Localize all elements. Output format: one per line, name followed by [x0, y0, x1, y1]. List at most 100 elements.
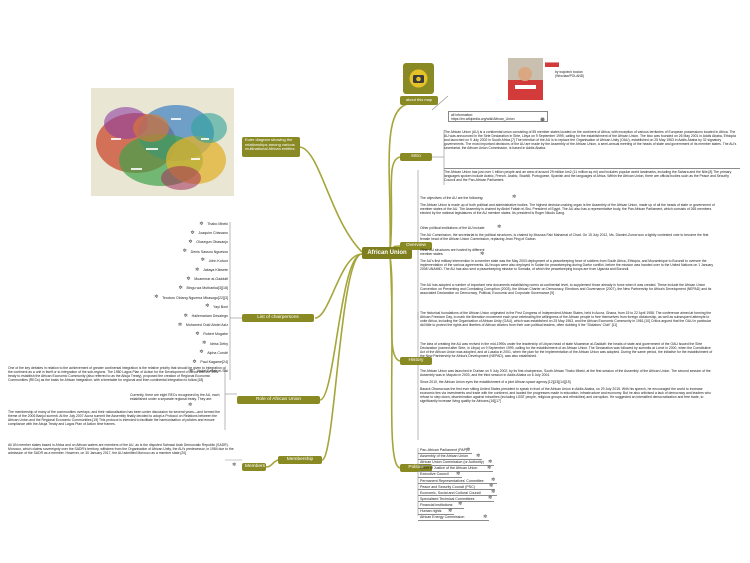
source-link-icon — [540, 117, 545, 122]
expand-star-icon[interactable]: ✲ — [188, 238, 193, 245]
expand-star-icon[interactable]: ✲ — [480, 251, 485, 257]
chairperson-item[interactable]: Olusegun Obasanjo — [196, 240, 228, 245]
link-center-membership — [321, 253, 363, 461]
link-center-intro — [389, 156, 401, 253]
history-text-1: The historical foundations of the Africa… — [420, 311, 712, 328]
overview-item-3[interactable]: Other political institutions of the AU i… — [420, 226, 486, 230]
source-info-box[interactable]: all information: https://en.wikipedia.or… — [448, 111, 548, 122]
overview-item-2: The African Union is made up of both pol… — [420, 203, 715, 216]
expand-star-icon[interactable]: ✲ — [202, 340, 207, 347]
expand-star-icon[interactable]: ✲ — [448, 507, 453, 514]
chairperson-item[interactable]: Paul Kagame[24] — [200, 360, 228, 364]
chairperson-item[interactable]: Muammar al-Gaddafi — [194, 277, 228, 282]
politics-item[interactable]: Permanent Representatives' Committee — [420, 478, 484, 483]
central-topic-african-union[interactable]: African Union — [362, 247, 412, 259]
expand-star-icon[interactable]: ✲ — [497, 224, 502, 230]
politics-item[interactable]: Court of Justice of the African Union — [420, 466, 478, 471]
overview-item-4: The AU Commission, the secretariat to th… — [420, 233, 709, 242]
chairperson-item[interactable]: Yayi Boni — [213, 304, 228, 309]
chairperson-item[interactable]: Denis Sassou Nguesso — [190, 249, 228, 254]
expand-star-icon[interactable]: ✲ — [491, 477, 496, 483]
branch-chairpersons[interactable]: List of chairpersons — [242, 314, 314, 322]
expand-star-icon[interactable]: ✲ — [487, 464, 492, 471]
chairperson-item[interactable]: Mohamed Ould Abdel Aziz — [185, 323, 228, 328]
expand-star-icon[interactable]: ✲ — [199, 349, 204, 356]
chairperson-item[interactable]: Bingu wa Mutharika[3][18] — [186, 286, 228, 291]
expand-star-icon[interactable]: ✲ — [466, 446, 471, 453]
role-text-1: One of the key debates in relation to th… — [8, 366, 226, 383]
chairperson-item[interactable]: John Kufuor — [208, 258, 228, 263]
link-center-chairpersons — [314, 253, 363, 319]
expand-star-icon[interactable]: ✲ — [512, 194, 517, 200]
expand-star-icon[interactable]: ✲ — [195, 266, 200, 273]
expand-star-icon[interactable]: ✲ — [488, 458, 493, 465]
expand-star-icon[interactable]: ✲ — [476, 452, 481, 459]
expand-star-icon[interactable]: ✲ — [483, 513, 488, 520]
politics-item[interactable]: Peace and Security Council (PSC) — [420, 484, 475, 489]
euler-diagram-label[interactable]: Euler diagram showing the relationships … — [242, 137, 300, 157]
branch-politics[interactable]: Politics — [400, 464, 432, 472]
politics-item[interactable]: Economic, Social and Cultural Council — [420, 490, 481, 495]
expand-star-icon[interactable]: ✲ — [182, 248, 187, 255]
politics-item[interactable]: Specialised Technical Committees — [420, 496, 475, 501]
role-text-3: The membership of many of the communitie… — [8, 410, 221, 427]
expand-star-icon[interactable]: ✲ — [192, 358, 197, 365]
branch-overview[interactable]: Overview — [400, 242, 432, 250]
history-text-3: The African Union was launched in Durban… — [420, 369, 711, 378]
about-map-label[interactable]: about this map — [400, 96, 438, 105]
branch-membership[interactable]: Membership — [278, 456, 322, 464]
about-map-icon[interactable] — [403, 63, 434, 94]
expand-star-icon[interactable]: ✲ — [491, 489, 496, 496]
history-text-4: Since 2010, the African Union eyes the e… — [420, 380, 571, 384]
branch-role[interactable]: Role of African Union — [237, 396, 320, 404]
expand-star-icon[interactable]: ✲ — [205, 303, 210, 310]
expand-star-icon[interactable]: ✲ — [199, 220, 204, 227]
expand-star-icon[interactable]: ✲ — [200, 257, 205, 264]
expand-star-icon[interactable]: ✲ — [458, 501, 463, 508]
politics-item[interactable]: Assembly of the African Union — [420, 454, 468, 459]
expand-star-icon[interactable]: ✲ — [232, 462, 237, 468]
expand-star-icon[interactable]: ✲ — [456, 470, 461, 477]
politics-item[interactable]: Financial institutions — [420, 502, 453, 507]
chairperson-item[interactable]: Robert Mugabe — [203, 332, 228, 337]
branch-history[interactable]: History — [400, 357, 432, 365]
politics-item[interactable]: African Union Commission (or Authority) — [420, 460, 484, 465]
politics-item[interactable]: Pan-African Parliament (PAP) — [420, 448, 468, 452]
expand-star-icon[interactable]: ✲ — [186, 275, 191, 282]
expand-star-icon[interactable]: ✲ — [154, 294, 159, 301]
politics-item[interactable]: Human rights — [420, 509, 442, 513]
chairperson-item[interactable]: Joaquim Chissano — [198, 231, 228, 236]
intro-text-2: The African Union has just over 1 billio… — [444, 170, 732, 183]
overview-item-6: The AU's first military intervention in … — [420, 259, 714, 272]
overview-item-5[interactable]: Other AU structures are hosted by differ… — [420, 248, 485, 257]
branch-members[interactable]: Members — [242, 463, 266, 471]
expand-star-icon[interactable]: ✲ — [195, 330, 200, 337]
photo-camera-icon — [409, 69, 428, 88]
expand-star-icon[interactable]: ✲ — [183, 312, 188, 319]
chairperson-item[interactable]: Alpha Condé — [207, 350, 228, 355]
chairperson-item[interactable]: Thabo Mbeki — [207, 222, 228, 226]
history-text-5: Barack Obama was the first ever sitting … — [420, 387, 711, 404]
source-url[interactable]: https://en.wikipedia.org/wiki/African_Un… — [451, 117, 515, 121]
politics-item[interactable]: Executive Council — [420, 472, 449, 477]
expand-star-icon[interactable]: ✲ — [178, 284, 183, 291]
source-label: all information: — [451, 113, 474, 117]
chairperson-item[interactable]: Jakaya Kikwete — [203, 268, 228, 272]
expand-star-icon[interactable]: ✲ — [488, 495, 493, 502]
chairperson-item[interactable]: Idriss Déby — [210, 341, 228, 346]
chairperson-item[interactable]: Hailemariam Desalegn — [191, 314, 228, 318]
overview-item-1[interactable]: The objectives of the AU are the followi… — [420, 196, 484, 200]
branch-intro[interactable]: Intro — [400, 153, 432, 161]
politics-item[interactable]: African Energy Commission — [420, 515, 465, 520]
expand-star-icon[interactable]: ✲ — [188, 367, 194, 374]
expand-star-icon[interactable]: ✲ — [177, 321, 183, 328]
author-credit: by wojciech bocian (Wroclaw/POLAND) — [555, 70, 585, 78]
role-text-2[interactable]: Currently, there are eight RECs recognis… — [130, 393, 220, 402]
expand-star-icon[interactable]: ✲ — [190, 229, 195, 236]
expand-star-icon[interactable]: ✲ — [489, 483, 494, 490]
chairperson-item[interactable]: Teodoro Obiang Nguema Mbasogo[22][3] — [162, 295, 228, 300]
author-photo — [508, 58, 543, 100]
expand-star-icon[interactable]: ✲ — [188, 402, 193, 408]
chairperson-item[interactable]: Abdel Fattah el-Sisi — [196, 369, 228, 374]
